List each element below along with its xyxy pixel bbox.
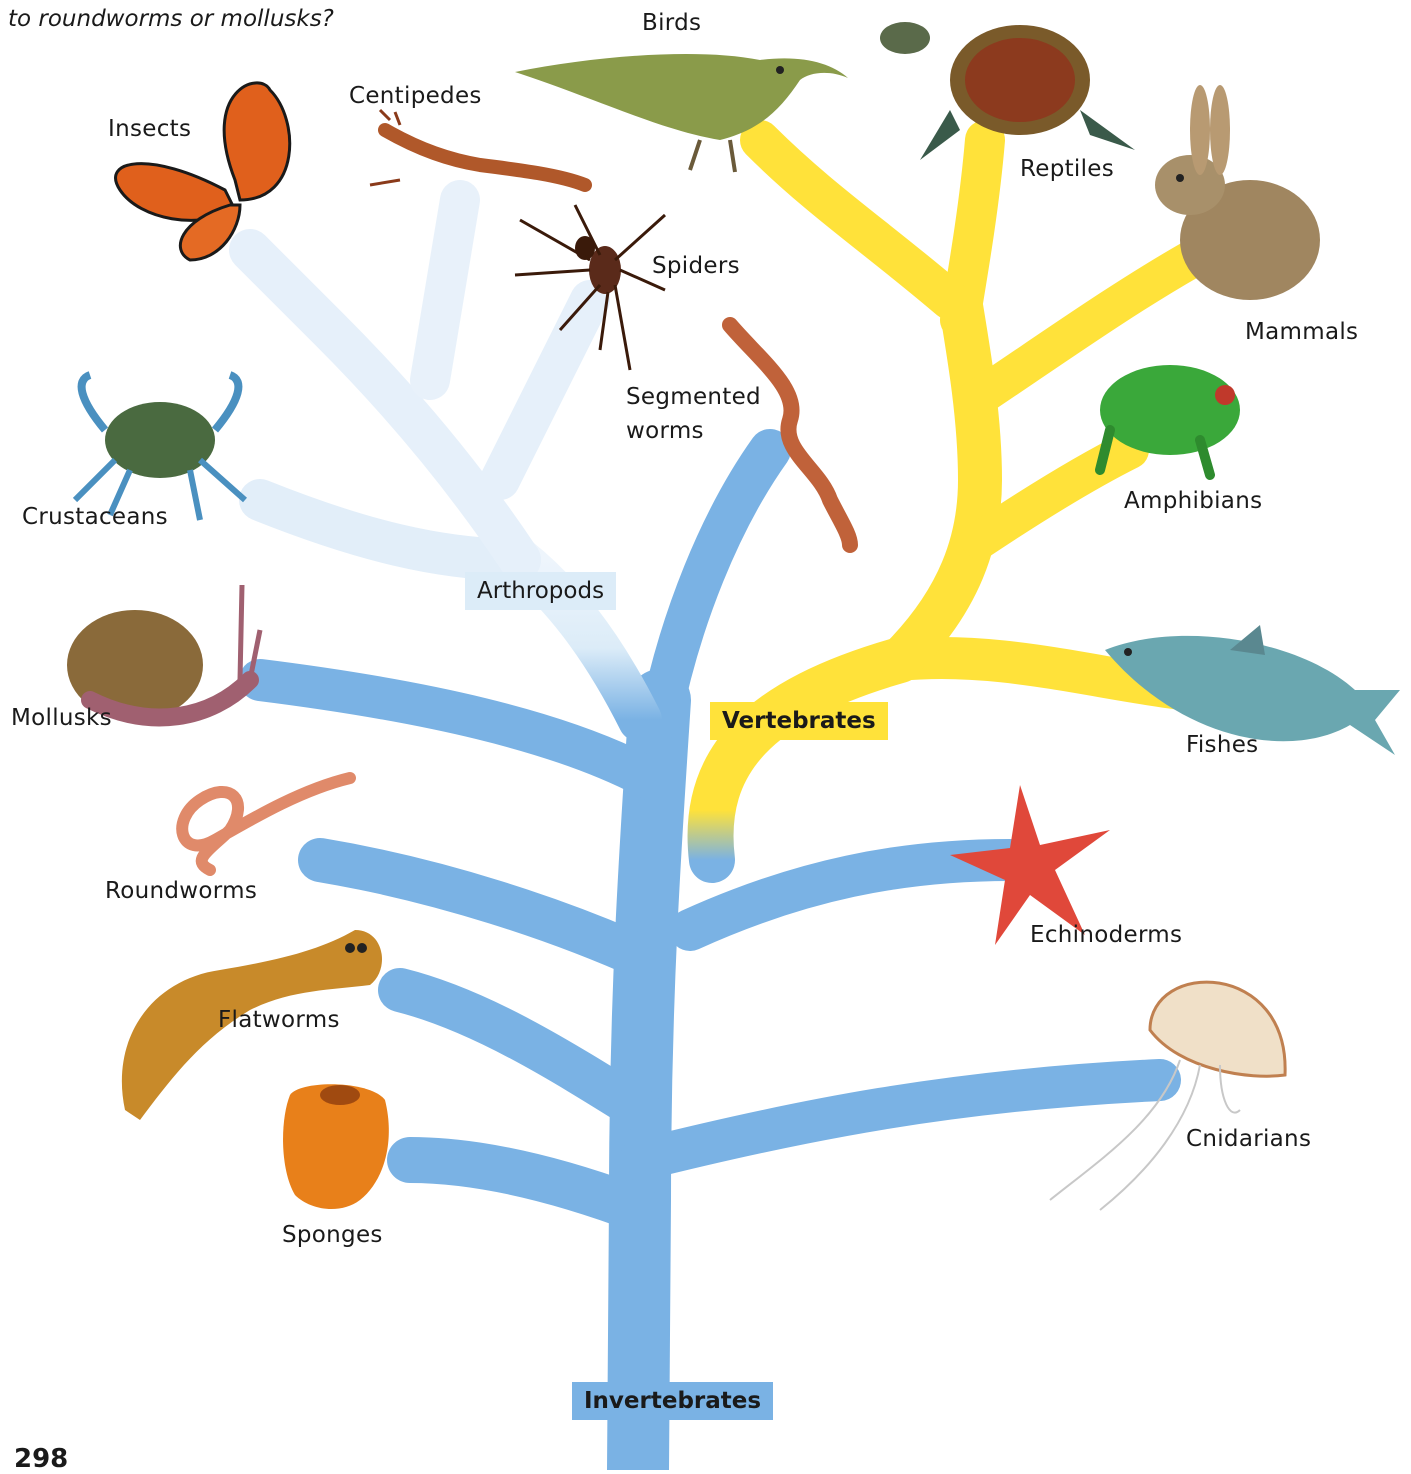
amphibians-label: Amphibians [1124, 488, 1262, 514]
invertebrate-branches [260, 450, 1160, 1470]
vertebrate-branches [711, 140, 1190, 860]
vertebrates-label: Vertebrates [710, 702, 888, 740]
sponges-label: Sponges [282, 1222, 383, 1248]
fishes-label: Fishes [1186, 732, 1258, 758]
invertebrates-label: Invertebrates [572, 1382, 773, 1420]
butterfly-icon [116, 83, 290, 260]
birds-label: Birds [642, 10, 701, 36]
cnidarians-label: Cnidarians [1186, 1126, 1311, 1152]
sponge-icon [283, 1084, 389, 1209]
arthropods-label: Arthropods [465, 572, 616, 610]
insects-label: Insects [108, 116, 191, 142]
centipede-icon [370, 110, 585, 185]
crustaceans-label: Crustaceans [22, 504, 168, 530]
mollusks-label: Mollusks [11, 705, 112, 731]
segmented-worms-label: Segmented worms [626, 380, 776, 448]
reptiles-label: Reptiles [1020, 156, 1114, 182]
echinoderms-label: Echinoderms [1030, 922, 1182, 948]
roundworms-label: Roundworms [105, 878, 257, 904]
flatworms-label: Flatworms [218, 1007, 340, 1033]
mammals-label: Mammals [1245, 319, 1358, 345]
starfish-icon [950, 785, 1110, 945]
centipedes-label: Centipedes [349, 83, 482, 109]
spiders-label: Spiders [652, 253, 740, 279]
turtle-icon [880, 22, 1135, 160]
snail-icon [67, 585, 260, 720]
crab-icon [75, 375, 245, 520]
arthropod-branches [250, 200, 640, 720]
